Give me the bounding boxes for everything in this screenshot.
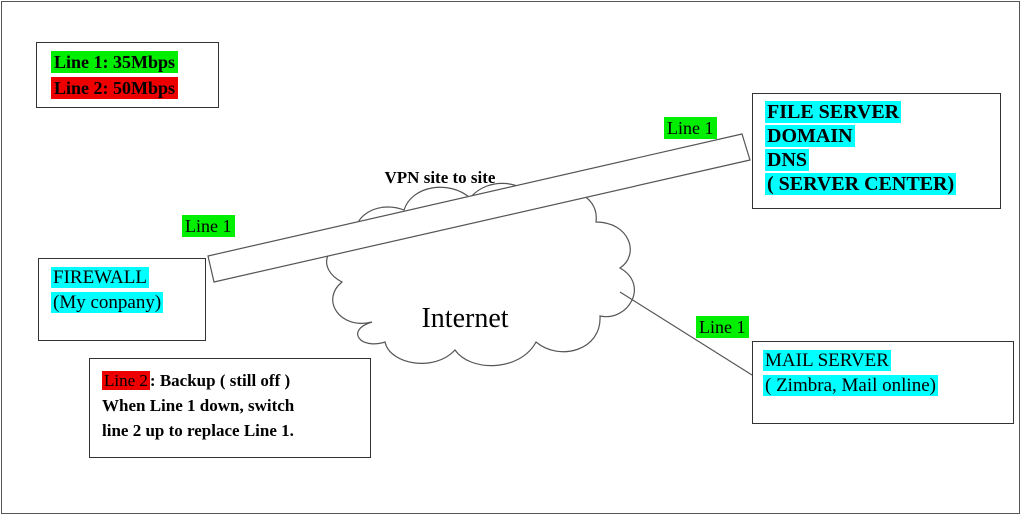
mail-server-title: MAIL SERVER	[763, 350, 891, 371]
firewall-box: FIREWALL (My conpany)	[38, 258, 206, 341]
legend-line2: Line 2: 50Mbps	[51, 77, 179, 99]
server-item-center: ( SERVER CENTER)	[765, 173, 957, 195]
legend-line1: Line 1: 35Mbps	[51, 51, 179, 73]
note-third-line: line 2 up to replace Line 1.	[102, 421, 294, 440]
server-center-box: FILE SERVER DOMAIN DNS ( SERVER CENTER)	[752, 93, 1001, 209]
mail-link-line	[619, 291, 753, 376]
mail-server-subtitle: ( Zimbra, Mail online)	[763, 375, 938, 396]
server-item-file: FILE SERVER	[765, 101, 902, 123]
server-item-domain: DOMAIN	[765, 125, 855, 147]
firewall-subtitle: (My conpany)	[51, 292, 164, 313]
note-line2-rest: : Backup ( still off )	[149, 371, 291, 390]
server-item-dns: DNS	[765, 149, 810, 171]
vpn-label: VPN site to site	[385, 168, 496, 187]
legend-box: Line 1: 35Mbps Line 2: 50Mbps	[36, 42, 219, 108]
link-label-mail: Line 1	[696, 316, 749, 338]
link-label-server: Line 1	[664, 117, 717, 139]
note-second-line: When Line 1 down, switch	[102, 396, 295, 415]
mail-server-box: MAIL SERVER ( Zimbra, Mail online)	[752, 341, 1014, 424]
internet-label: Internet	[421, 303, 508, 334]
backup-note-box: Line 2: Backup ( still off ) When Line 1…	[89, 358, 371, 458]
vpn-tunnel	[207, 133, 751, 283]
firewall-title: FIREWALL	[51, 267, 149, 288]
link-label-firewall: Line 1	[182, 215, 235, 237]
note-line2-tag: Line 2	[102, 371, 150, 390]
